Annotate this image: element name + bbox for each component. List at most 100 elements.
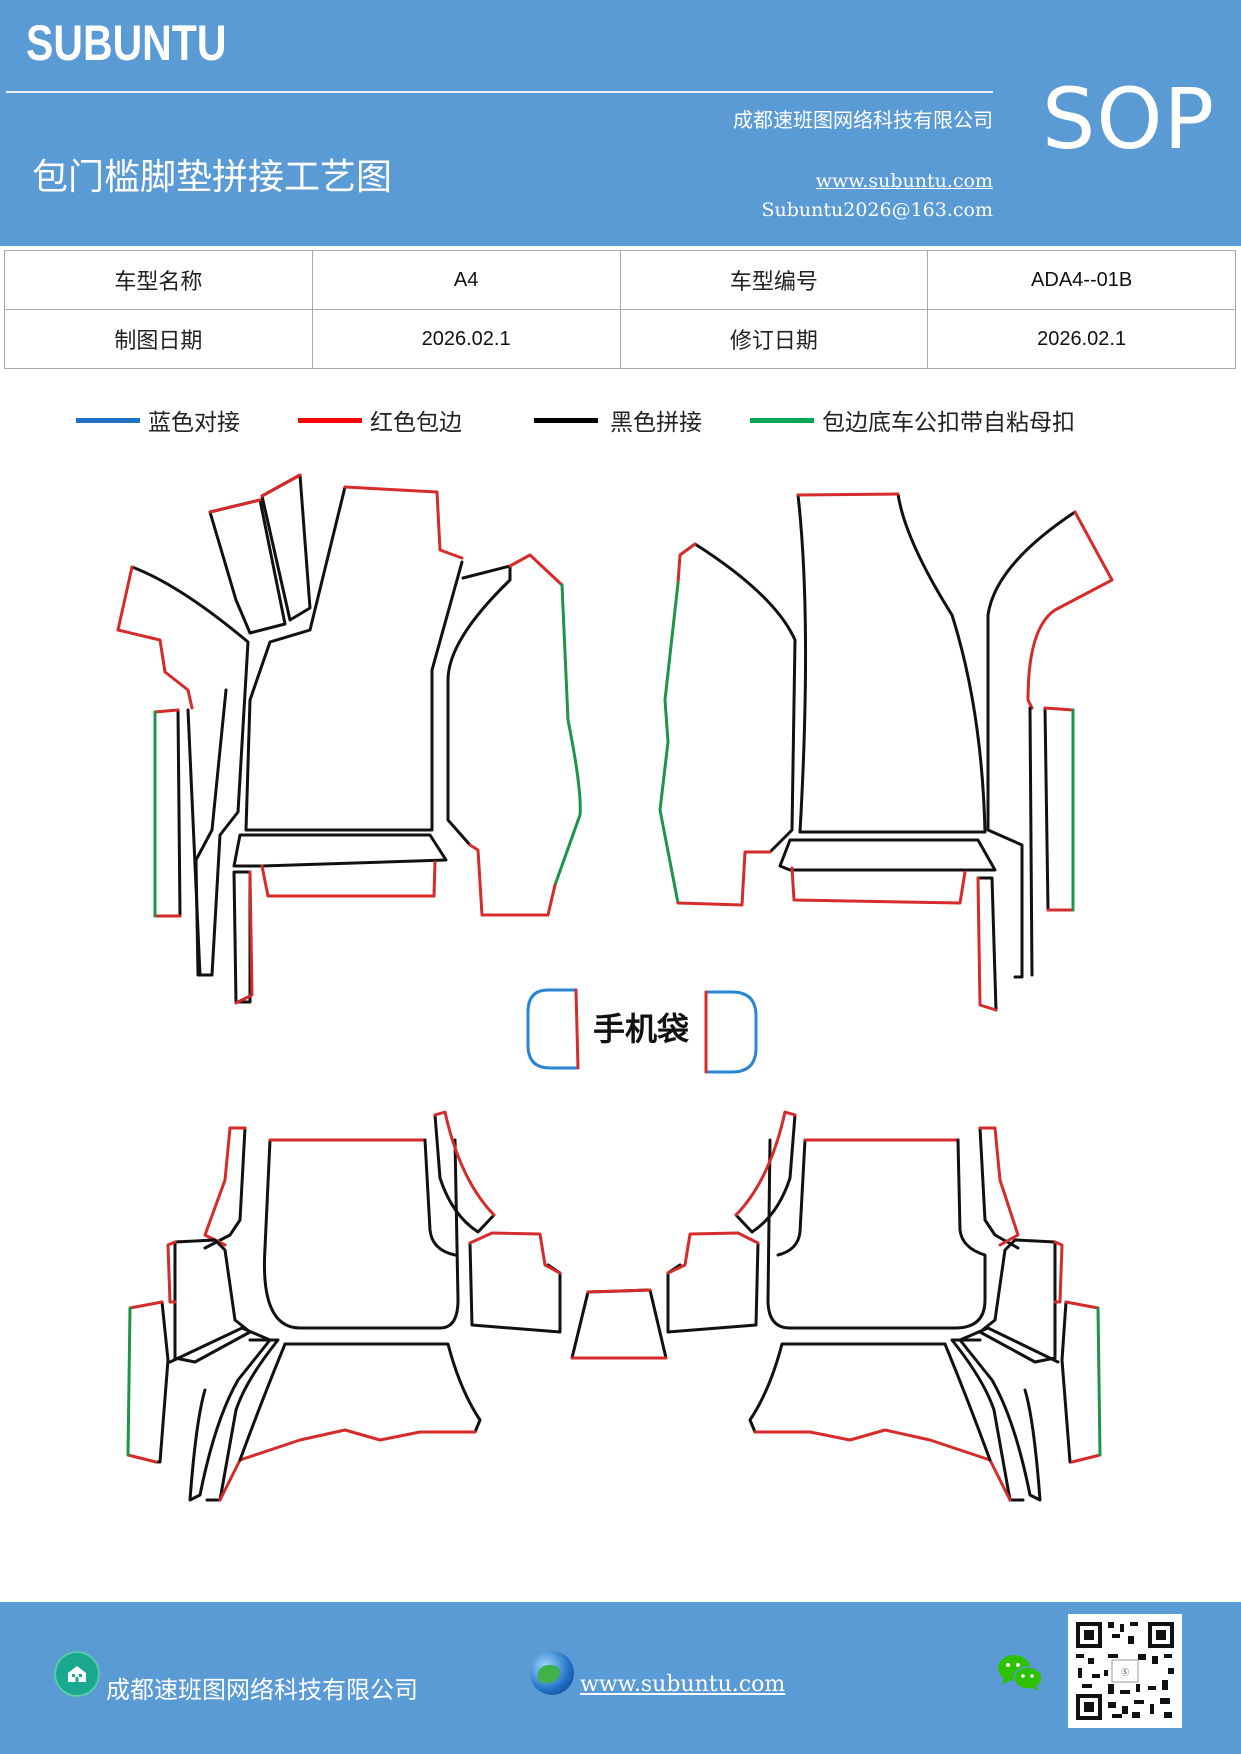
mat-edge — [468, 1231, 562, 1275]
mat-edge — [570, 1288, 668, 1360]
mat-outline — [693, 542, 797, 854]
legend-item-black: 黑色拼接 — [534, 400, 702, 440]
mat-edge — [343, 485, 464, 560]
mat-piece — [778, 838, 997, 872]
mat-edge — [508, 553, 564, 587]
mat-piece — [433, 1113, 496, 1234]
mat-piece — [950, 1338, 1025, 1502]
mat-edge — [1026, 510, 1114, 710]
mat-edge — [1043, 706, 1075, 912]
header-website-link[interactable]: www.subuntu.com — [815, 170, 993, 192]
mat-edge — [260, 860, 437, 898]
mat-edge — [1053, 1240, 1064, 1304]
mat-piece — [154, 1300, 170, 1464]
mat-edge — [734, 1110, 797, 1217]
mat-piece — [208, 498, 287, 635]
phone-bag-left — [526, 988, 578, 1070]
mat-edge — [468, 843, 557, 917]
mat-edge — [676, 542, 697, 585]
mat-piece — [1060, 1300, 1074, 1464]
legend-swatch-red — [298, 417, 362, 423]
mat-edge — [976, 876, 998, 1012]
mat-edge — [234, 870, 254, 1005]
mat-edge — [796, 492, 900, 497]
footer-company: 成都速班图网络科技有限公司 — [106, 1676, 418, 1704]
table-row: 制图日期 2026.02.1 修订日期 2026.02.1 — [4, 309, 1236, 369]
mat-piece — [1043, 706, 1050, 912]
mat-outline — [943, 1342, 992, 1462]
mat-outline — [570, 1288, 668, 1360]
legend-item-blue: 蓝色对接 — [76, 400, 240, 440]
mat-edge-green — [1096, 1306, 1102, 1457]
revise-date-value: 2026.02.1 — [927, 309, 1236, 369]
mat-piece — [232, 833, 448, 868]
legend-label: 蓝色对接 — [148, 410, 240, 436]
mat-edge — [203, 1126, 247, 1247]
legend-item-green: 包边底车公扣带自粘母扣 — [750, 400, 1075, 440]
mat-piece — [168, 1326, 272, 1502]
mat-outline — [986, 510, 1077, 979]
footer-website-link[interactable]: www.subuntu.com — [580, 1672, 786, 1697]
legend-label: 黑色拼接 — [610, 410, 702, 436]
mat-piece — [205, 1338, 280, 1502]
qr-code[interactable]: Ⓢ — [1068, 1614, 1182, 1728]
mat-piece — [976, 876, 998, 1012]
mat-outline — [186, 708, 202, 977]
mat-piece — [468, 1241, 562, 1334]
wechat-icon — [996, 1652, 1044, 1698]
mat-center-hump — [570, 1288, 668, 1360]
legend-swatch-black — [534, 417, 598, 423]
mat-outline — [766, 1138, 987, 1330]
mat-edge — [433, 1110, 496, 1217]
mat-outline — [446, 564, 512, 847]
mat-outline — [423, 1138, 457, 1257]
floor-mat-diagram: 手机袋 — [116, 473, 1114, 1502]
model-code-value: ADA4--01B — [927, 250, 1236, 310]
mat-piece — [176, 708, 182, 918]
mat-piece — [666, 1241, 760, 1334]
phone-bag-left-edge — [574, 988, 580, 1070]
globe-icon — [530, 1651, 574, 1695]
mat-piece — [958, 1326, 1060, 1502]
mat-piece — [748, 1342, 947, 1434]
building-icon — [54, 1651, 100, 1697]
info-table: 车型名称 A4 车型编号 ADA4--01B 制图日期 2026.02.1 修订… — [4, 250, 1236, 369]
brand-logo: SUBUNTU — [26, 15, 227, 71]
mat-edge — [116, 565, 194, 710]
mat-edge-green — [658, 581, 680, 905]
legend-swatch-green — [750, 417, 814, 423]
page-title: 包门槛脚垫拼接工艺图 — [32, 157, 393, 198]
mat-piece — [734, 1113, 797, 1234]
model-code-label: 车型编号 — [619, 250, 929, 310]
phone-bag-label: 手机袋 — [593, 1010, 689, 1048]
phone-bag-right — [704, 990, 758, 1074]
mat-edge — [790, 866, 967, 905]
svg-text:Ⓢ: Ⓢ — [1121, 1668, 1129, 1677]
mat-piece — [283, 1342, 482, 1434]
mat-edge — [208, 498, 262, 514]
mat-edge — [676, 850, 772, 907]
mat-edge-green — [553, 583, 582, 887]
mat-edge — [166, 1240, 177, 1304]
mat-piece — [232, 870, 252, 1004]
mat-outline — [262, 1138, 460, 1330]
revise-date-label: 修订日期 — [619, 309, 929, 369]
legend-item-red: 红色包边 — [298, 400, 462, 440]
header-email[interactable]: Subuntu2026@163.com — [761, 199, 993, 221]
draw-date-label: 制图日期 — [4, 309, 313, 369]
mat-piece — [173, 1238, 252, 1364]
mat-piece — [203, 1126, 247, 1250]
mat-edge — [978, 1126, 1020, 1247]
mat-edge — [666, 1231, 760, 1275]
mat-outline — [238, 1342, 287, 1462]
mat-outline — [244, 485, 464, 832]
legend-swatch-blue — [76, 417, 140, 423]
model-name-value: A4 — [311, 250, 621, 310]
header-banner — [0, 0, 1241, 246]
mat-front-right — [658, 492, 1114, 1012]
mat-rear-left — [126, 1110, 562, 1502]
header-divider — [6, 91, 993, 93]
sop-badge: SOP — [1042, 70, 1216, 168]
mat-edge — [260, 473, 302, 498]
mat-edge — [153, 708, 182, 918]
